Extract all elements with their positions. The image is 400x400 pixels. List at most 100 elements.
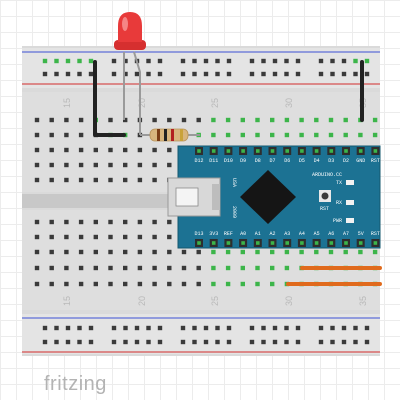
breadboard-hole[interactable]	[108, 147, 113, 153]
rail-hole[interactable]	[284, 325, 289, 331]
breadboard-hole[interactable]	[108, 234, 113, 240]
rail-hole[interactable]	[180, 339, 186, 345]
breadboard-hole[interactable]	[240, 281, 245, 287]
breadboard-hole[interactable]	[255, 117, 260, 123]
breadboard-hole[interactable]	[270, 249, 275, 255]
breadboard-hole[interactable]	[49, 117, 54, 123]
rail-hole[interactable]	[65, 339, 71, 345]
resistor[interactable]	[140, 128, 200, 142]
breadboard-hole[interactable]	[225, 265, 231, 271]
rail-hole[interactable]	[261, 58, 266, 64]
rail-hole[interactable]	[123, 58, 128, 64]
breadboard-hole[interactable]	[270, 117, 275, 123]
rail-hole[interactable]	[77, 58, 82, 64]
breadboard-hole[interactable]	[78, 234, 84, 240]
breadboard-hole[interactable]	[240, 265, 245, 271]
breadboard-hole[interactable]	[93, 265, 98, 271]
red-led[interactable]	[114, 12, 146, 135]
rail-hole[interactable]	[192, 325, 197, 331]
breadboard-hole[interactable]	[108, 177, 113, 183]
breadboard-hole[interactable]	[123, 219, 128, 225]
rail-hole[interactable]	[330, 71, 335, 77]
breadboard-hole[interactable]	[211, 117, 216, 123]
breadboard-hole[interactable]	[93, 219, 98, 225]
breadboard-hole[interactable]	[34, 132, 40, 138]
breadboard-hole[interactable]	[167, 219, 172, 225]
rail-hole[interactable]	[318, 339, 324, 345]
rail-hole[interactable]	[364, 339, 370, 345]
breadboard-hole[interactable]	[299, 117, 304, 123]
breadboard-hole[interactable]	[225, 132, 231, 138]
rail-hole[interactable]	[272, 325, 278, 331]
breadboard-hole[interactable]	[270, 132, 275, 138]
breadboard-hole[interactable]	[137, 281, 143, 287]
breadboard-hole[interactable]	[64, 234, 69, 240]
breadboard-hole[interactable]	[152, 249, 157, 255]
rail-hole[interactable]	[318, 58, 324, 64]
rail-hole[interactable]	[146, 339, 151, 345]
rail-hole[interactable]	[77, 325, 82, 331]
breadboard-hole[interactable]	[78, 132, 84, 138]
breadboard-hole[interactable]	[123, 177, 128, 183]
rail-hole[interactable]	[88, 58, 94, 64]
breadboard-hole[interactable]	[372, 132, 378, 138]
breadboard-hole[interactable]	[299, 249, 304, 255]
rail-hole[interactable]	[123, 339, 128, 345]
rail-hole[interactable]	[318, 71, 324, 77]
rail-hole[interactable]	[284, 339, 289, 345]
breadboard-hole[interactable]	[93, 249, 98, 255]
breadboard-hole[interactable]	[152, 219, 157, 225]
rail-hole[interactable]	[226, 58, 232, 64]
rail-hole[interactable]	[111, 339, 117, 345]
rail-hole[interactable]	[226, 71, 232, 77]
breadboard-hole[interactable]	[64, 132, 69, 138]
rail-hole[interactable]	[215, 325, 220, 331]
breadboard-hole[interactable]	[34, 249, 40, 255]
breadboard-hole[interactable]	[167, 281, 172, 287]
breadboard-hole[interactable]	[137, 265, 143, 271]
breadboard-hole[interactable]	[34, 117, 40, 123]
rail-hole[interactable]	[42, 71, 48, 77]
breadboard-hole[interactable]	[64, 265, 69, 271]
breadboard-hole[interactable]	[108, 265, 113, 271]
rail-hole[interactable]	[65, 71, 71, 77]
rail-hole[interactable]	[134, 339, 140, 345]
breadboard-hole[interactable]	[34, 162, 40, 168]
breadboard-hole[interactable]	[108, 249, 113, 255]
breadboard-hole[interactable]	[152, 162, 157, 168]
reset-button[interactable]	[321, 192, 329, 200]
breadboard-hole[interactable]	[167, 162, 172, 168]
breadboard-hole[interactable]	[225, 281, 231, 287]
breadboard-hole[interactable]	[255, 265, 260, 271]
rail-hole[interactable]	[226, 339, 232, 345]
rail-hole[interactable]	[157, 58, 163, 64]
breadboard-hole[interactable]	[343, 132, 348, 138]
rail-hole[interactable]	[215, 71, 220, 77]
breadboard-hole[interactable]	[78, 265, 84, 271]
rail-hole[interactable]	[111, 71, 117, 77]
breadboard-hole[interactable]	[64, 281, 69, 287]
rail-hole[interactable]	[330, 58, 335, 64]
rail-hole[interactable]	[123, 71, 128, 77]
breadboard-hole[interactable]	[34, 281, 40, 287]
breadboard-hole[interactable]	[93, 281, 98, 287]
breadboard-hole[interactable]	[372, 117, 378, 123]
breadboard-hole[interactable]	[64, 147, 69, 153]
breadboard-hole[interactable]	[211, 249, 216, 255]
breadboard-hole[interactable]	[64, 219, 69, 225]
rail-hole[interactable]	[261, 339, 266, 345]
breadboard-hole[interactable]	[270, 281, 275, 287]
breadboard-hole[interactable]	[358, 132, 363, 138]
breadboard-hole[interactable]	[137, 219, 143, 225]
breadboard-hole[interactable]	[152, 147, 157, 153]
breadboard-hole[interactable]	[181, 249, 187, 255]
breadboard-hole[interactable]	[240, 117, 245, 123]
breadboard-hole[interactable]	[196, 265, 201, 271]
rail-hole[interactable]	[180, 325, 186, 331]
breadboard-hole[interactable]	[49, 162, 54, 168]
breadboard-hole[interactable]	[284, 249, 290, 255]
breadboard-hole[interactable]	[196, 281, 201, 287]
breadboard-hole[interactable]	[49, 234, 54, 240]
breadboard-hole[interactable]	[196, 249, 201, 255]
